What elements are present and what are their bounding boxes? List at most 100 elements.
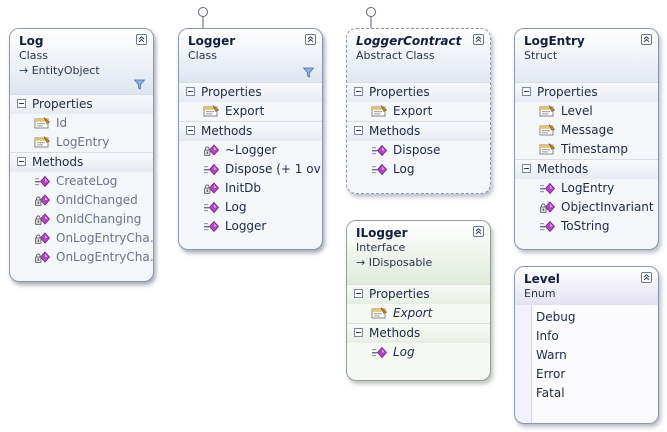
member-label: ToString <box>561 219 610 233</box>
enum-value[interactable]: Debug <box>536 310 576 324</box>
section-label: Methods <box>369 124 421 138</box>
abstract-class-shape-loggercontract[interactable]: LoggerContract Abstract Class Properties… <box>346 28 491 194</box>
shape-kind: Abstract Class <box>356 49 435 62</box>
member-label: Dispose <box>393 143 441 157</box>
shape-name: Logger <box>188 34 236 48</box>
section-collapse-icon[interactable] <box>354 289 363 298</box>
section-methods[interactable]: Methods <box>10 152 153 172</box>
property-item[interactable]: LogEntry <box>10 133 153 152</box>
property-item[interactable]: Export <box>347 304 490 323</box>
section-collapse-icon[interactable] <box>354 87 363 96</box>
section-methods[interactable]: Methods <box>179 121 322 141</box>
shape-header[interactable]: ILogger Interface → IDisposable <box>347 221 490 284</box>
collapse-toggle-icon[interactable] <box>473 226 484 237</box>
collapse-toggle-icon[interactable] <box>473 34 484 45</box>
struct-shape-logentry[interactable]: LogEntry Struct Properties Level Message… <box>514 28 659 250</box>
shape-header[interactable]: Level Enum <box>515 267 658 305</box>
protected-method-icon <box>34 213 51 226</box>
member-label: Log <box>225 200 247 214</box>
enum-value[interactable]: Fatal <box>536 386 565 400</box>
property-icon <box>34 117 51 130</box>
property-icon <box>539 105 556 118</box>
section-collapse-icon[interactable] <box>354 328 363 337</box>
method-icon <box>203 220 220 233</box>
method-item[interactable]: ObjectInvariant <box>515 198 658 217</box>
method-item[interactable]: Log <box>347 343 490 362</box>
section-properties[interactable]: Properties <box>347 82 490 102</box>
shape-kind: Class <box>19 49 48 62</box>
interface-shape-ilogger[interactable]: ILogger Interface → IDisposable Properti… <box>346 220 491 381</box>
section-collapse-icon[interactable] <box>522 164 531 173</box>
method-item[interactable]: Log <box>179 198 322 217</box>
section-collapse-icon[interactable] <box>186 87 195 96</box>
shape-kind: Interface <box>356 241 406 254</box>
property-icon <box>539 143 556 156</box>
property-item[interactable]: Export <box>179 102 322 121</box>
filter-icon[interactable] <box>134 79 145 90</box>
member-label: CreateLog <box>56 174 118 188</box>
section-collapse-icon[interactable] <box>17 157 26 166</box>
section-methods[interactable]: Methods <box>347 323 490 343</box>
property-icon <box>371 105 388 118</box>
shape-header[interactable]: LoggerContract Abstract Class <box>347 29 490 82</box>
collapse-toggle-icon[interactable] <box>305 34 316 45</box>
shape-header[interactable]: Logger Class <box>179 29 322 82</box>
section-label: Properties <box>369 85 430 99</box>
class-shape-log[interactable]: Log Class → EntityObject Properties Id L… <box>9 28 154 282</box>
section-collapse-icon[interactable] <box>522 87 531 96</box>
enum-values: Debug Info Warn Error Fatal <box>531 305 658 423</box>
section-label: Properties <box>537 85 598 99</box>
enum-value[interactable]: Warn <box>536 348 567 362</box>
method-item[interactable]: Dispose (+ 1 ov… <box>179 160 322 179</box>
class-shape-logger[interactable]: Logger Class Properties Export Methods ~… <box>178 28 323 250</box>
section-properties[interactable]: Properties <box>515 82 658 102</box>
method-item[interactable]: Log <box>347 160 490 179</box>
method-item[interactable]: ~Logger <box>179 141 322 160</box>
enum-value[interactable]: Error <box>536 367 566 381</box>
property-icon <box>539 124 556 137</box>
protected-method-icon <box>34 232 51 245</box>
member-label: Logger <box>225 219 267 233</box>
section-properties[interactable]: Properties <box>347 284 490 304</box>
section-collapse-icon[interactable] <box>17 99 26 108</box>
property-item[interactable]: Timestamp <box>515 140 658 159</box>
member-label: OnIdChanged <box>56 193 138 207</box>
interface-lollipop <box>198 7 208 30</box>
method-item[interactable]: LogEntry <box>515 179 658 198</box>
property-item[interactable]: Message <box>515 121 658 140</box>
section-methods[interactable]: Methods <box>515 159 658 179</box>
shape-name: ILogger <box>356 226 408 240</box>
method-item[interactable]: OnIdChanged <box>10 191 153 210</box>
method-item[interactable]: Dispose <box>347 141 490 160</box>
section-collapse-icon[interactable] <box>354 126 363 135</box>
method-item[interactable]: OnLogEntryCha… <box>10 248 153 267</box>
property-item[interactable]: Export <box>347 102 490 121</box>
section-properties[interactable]: Properties <box>10 94 153 114</box>
method-item[interactable]: Logger <box>179 217 322 236</box>
section-properties[interactable]: Properties <box>179 82 322 102</box>
method-item[interactable]: InitDb <box>179 179 322 198</box>
shape-kind: Struct <box>524 49 558 62</box>
collapse-toggle-icon[interactable] <box>641 34 652 45</box>
filter-icon[interactable] <box>303 67 314 78</box>
section-collapse-icon[interactable] <box>186 126 195 135</box>
property-item[interactable]: Level <box>515 102 658 121</box>
member-label: Log <box>393 162 415 176</box>
shape-header[interactable]: LogEntry Struct <box>515 29 658 82</box>
section-methods[interactable]: Methods <box>347 121 490 141</box>
enum-shape-level[interactable]: Level Enum Debug Info Warn Error Fatal <box>514 266 659 424</box>
base-type: → EntityObject <box>19 64 100 77</box>
method-item[interactable]: OnIdChanging <box>10 210 153 229</box>
property-item[interactable]: Id <box>10 114 153 133</box>
shape-kind: Class <box>188 49 217 62</box>
collapse-toggle-icon[interactable] <box>641 272 652 283</box>
member-label: OnLogEntryCha… <box>56 250 154 264</box>
method-item[interactable]: OnLogEntryCha… <box>10 229 153 248</box>
member-label: OnIdChanging <box>56 212 142 226</box>
section-label: Methods <box>201 124 253 138</box>
enum-value[interactable]: Info <box>536 329 559 343</box>
method-item[interactable]: CreateLog <box>10 172 153 191</box>
collapse-toggle-icon[interactable] <box>136 34 147 45</box>
shape-header[interactable]: Log Class → EntityObject <box>10 29 153 94</box>
method-item[interactable]: ToString <box>515 217 658 236</box>
